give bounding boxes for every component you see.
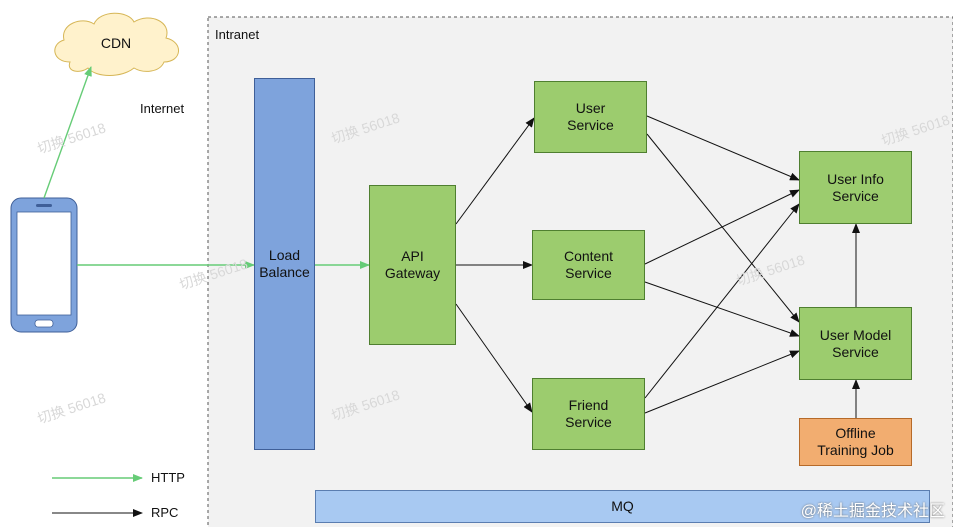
content-service-node: Content Service	[532, 230, 645, 300]
rpc-arrow-user-to-user-model	[646, 133, 800, 323]
cdn-label: CDN	[100, 34, 132, 51]
legend-rpc-label: RPC	[151, 505, 179, 520]
cdn-cloud-shape	[54, 12, 179, 76]
rpc-arrow-content-to-user-info	[644, 189, 800, 265]
internet-label: Internet	[140, 101, 185, 116]
rpc-arrow-gateway-to-user-service	[455, 117, 535, 225]
rpc-arrow-friend-to-user-model	[644, 350, 800, 414]
http-arrow-phone-to-cdn	[43, 66, 92, 199]
intranet-label: Intranet	[215, 27, 260, 42]
rpc-arrow-gateway-to-friend-service	[455, 303, 533, 413]
mobile-phone-icon	[10, 197, 78, 333]
friend-service-node: Friend Service	[532, 378, 645, 450]
mq-node: MQ	[315, 490, 930, 523]
api-gateway-node: API Gateway	[369, 185, 456, 345]
load-balance-node: Load Balance	[254, 78, 315, 450]
user-model-service-node: User Model Service	[799, 307, 912, 380]
rpc-arrow-user-to-user-info	[646, 115, 800, 181]
user-service-node: User Service	[534, 81, 647, 153]
user-info-service-node: User Info Service	[799, 151, 912, 224]
corner-watermark: @稀土掘金技术社区	[800, 503, 945, 520]
rpc-arrow-friend-to-user-info	[644, 203, 800, 399]
offline-training-job-node: Offline Training Job	[799, 418, 912, 466]
legend-http-label: HTTP	[151, 470, 185, 485]
rpc-arrow-content-to-user-model	[644, 281, 800, 337]
